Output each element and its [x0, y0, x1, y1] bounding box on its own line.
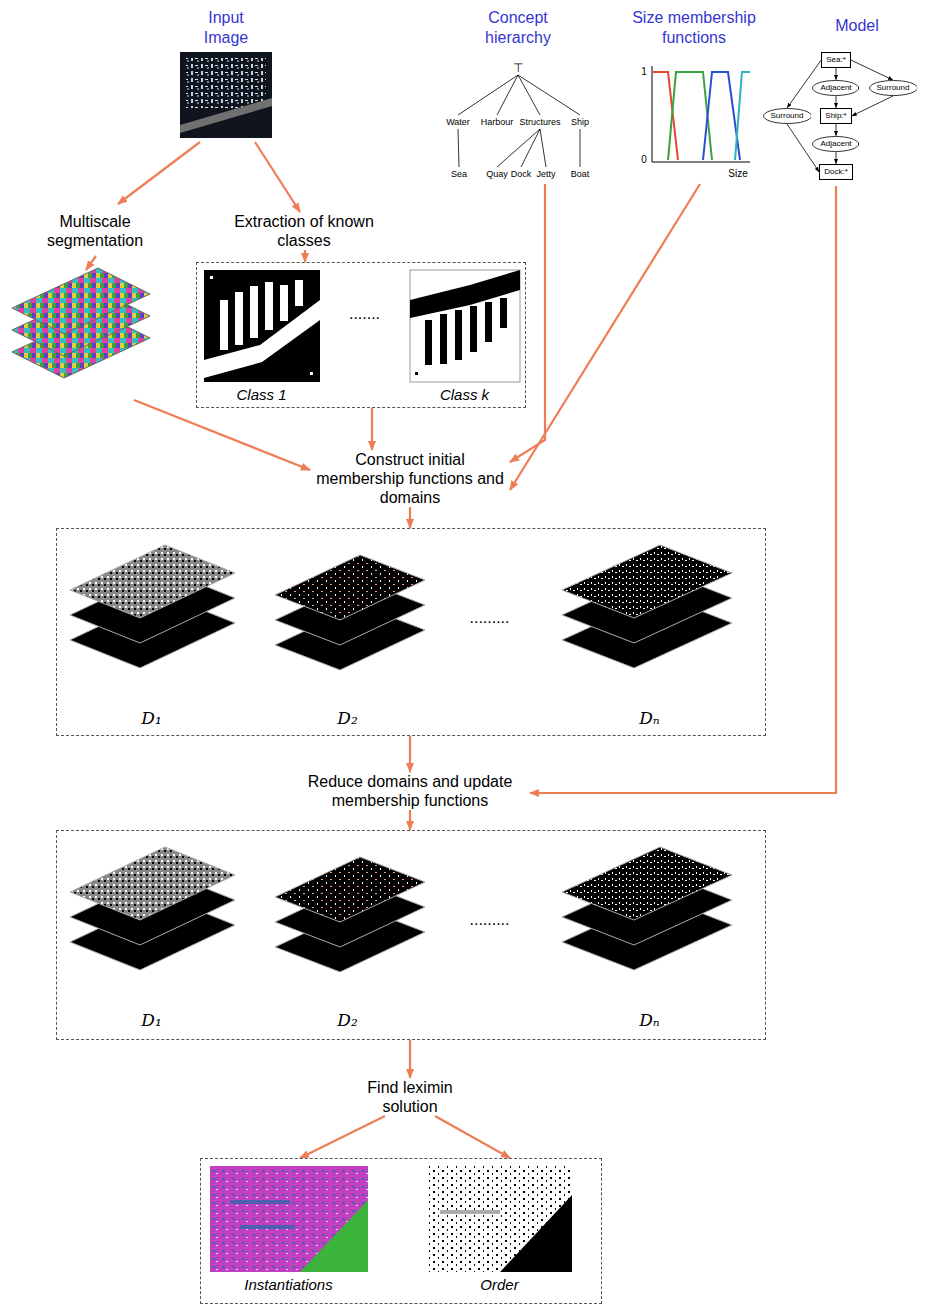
concept-box: Dock:* — [819, 164, 853, 180]
relation-ellipse: Surround — [763, 108, 812, 124]
flow-arrow — [409, 810, 411, 830]
node-text: Construct initial membership functions a… — [310, 450, 510, 507]
class-map-k — [410, 270, 520, 382]
node-text: Sea:* — [826, 55, 846, 65]
flow-arrow — [435, 1116, 510, 1158]
segmentation-panel: Multiscale segmentation — [8, 204, 180, 400]
tree-label: Structures — [519, 117, 560, 128]
tree-label: Boat — [571, 169, 590, 180]
flow-arrow — [255, 142, 300, 212]
tree-label: Sea — [451, 169, 467, 180]
node-text: Class k — [415, 386, 515, 404]
node-text: Dₙ — [620, 708, 680, 728]
domain-stacks — [70, 545, 732, 972]
relation-ellipse: Adjacent — [812, 136, 859, 152]
process-step: Extraction of known classes — [206, 212, 402, 250]
membership-chart — [652, 66, 750, 162]
node-text: Size membership functions — [630, 8, 758, 48]
ellipse-shape — [813, 81, 859, 96]
node-text: Dock:* — [824, 167, 848, 177]
segmentation-arrow — [86, 256, 96, 270]
class-maps-box: Class 1....... Class k — [196, 262, 526, 408]
tree-label: ⊤ — [513, 61, 523, 75]
node-text: Extraction of known classes — [206, 212, 402, 250]
tree-label: Jetty — [536, 169, 555, 180]
node-text: ......... — [440, 608, 540, 627]
relation-arrow — [852, 96, 893, 116]
model-panel: ModelSea:*AdjacentSurroundSurroundShip:*… — [760, 14, 922, 186]
node-text: Adjacent — [820, 139, 851, 149]
process-step: Construct initial membership functions a… — [310, 450, 510, 507]
node-text: Surround — [771, 111, 804, 121]
axis-label: 1 — [641, 66, 647, 78]
flow-arrow — [409, 1040, 411, 1078]
axis-label: 0 — [641, 154, 647, 166]
relation-arrow — [836, 68, 837, 80]
relation-arrow — [836, 152, 837, 164]
node-text: Find leximin solution — [350, 1078, 470, 1116]
node-text: D₂ — [318, 1010, 378, 1030]
flow-arrow — [530, 186, 836, 793]
node-text: Instantiations — [214, 1276, 364, 1294]
node-text: Surround — [877, 83, 910, 93]
axis-label: Size — [728, 168, 747, 180]
node-text: Ship:* — [825, 111, 846, 121]
concept-box: Sea:* — [821, 52, 851, 68]
flow-arrow — [134, 400, 310, 470]
relation-arrow — [787, 124, 819, 172]
process-step: Find leximin solution — [350, 1078, 470, 1116]
tree-label: Dock — [511, 169, 532, 180]
node-text: D₂ — [318, 708, 378, 728]
flow-arrow — [409, 736, 411, 772]
node-text: Dₙ — [620, 1010, 680, 1030]
node-text: Order — [425, 1276, 575, 1294]
hierarchy-panel: Concept hierarchy — [436, 6, 600, 184]
node-text: Concept hierarchy — [468, 8, 568, 48]
node-text: Multiscale segmentation — [20, 212, 170, 250]
flow-arrow — [371, 408, 373, 450]
class-map-1 — [204, 270, 320, 382]
ellipse-shape — [813, 137, 859, 152]
relation-arrow — [851, 60, 893, 80]
relation-ellipse: Adjacent — [812, 80, 859, 96]
node-text: Input Image — [190, 8, 262, 48]
process-step: Reduce domains and update membership fun… — [290, 772, 530, 810]
tree-label: Ship — [571, 117, 589, 128]
relation-ellipse: Surround — [869, 80, 918, 96]
membership-panel: Size membership functions — [628, 6, 760, 184]
concept-box: Ship:* — [820, 108, 851, 124]
node-text: D₁ — [122, 1010, 182, 1030]
tree-label: Harbour — [481, 117, 514, 128]
node-text: Class 1 — [212, 386, 312, 404]
segmentation-stack — [12, 268, 150, 378]
ellipse-shape — [763, 109, 811, 124]
tree-label: Quay — [486, 169, 508, 180]
relation-arrow — [836, 124, 837, 136]
order-map — [428, 1166, 572, 1272]
image-panel: Input Image — [170, 6, 282, 142]
node-text: D₁ — [122, 708, 182, 728]
flow-arrow — [510, 184, 700, 490]
node-text: Adjacent — [820, 83, 851, 93]
satellite-image — [180, 52, 272, 138]
ellipse-shape — [869, 81, 917, 96]
node-text: ....... — [325, 304, 405, 323]
relation-arrow — [836, 96, 837, 108]
concept-tree-lines — [458, 75, 580, 167]
flow-arrow — [409, 507, 411, 528]
instantiation-map — [210, 1166, 368, 1272]
flow-arrow — [118, 142, 200, 204]
results-box: Instantiations Order — [200, 1158, 602, 1304]
tree-label: Water — [446, 117, 470, 128]
flow-arrow — [300, 1116, 385, 1158]
flow-arrow — [510, 184, 545, 462]
flow-arrow — [304, 250, 306, 262]
node-text: Model — [800, 16, 914, 36]
domains-box: D₁ D₂......... Dₙ — [56, 830, 766, 1040]
node-text: ......... — [440, 910, 540, 929]
domains-box: D₁ D₂......... Dₙ — [56, 528, 766, 736]
node-text: Reduce domains and update membership fun… — [290, 772, 530, 810]
